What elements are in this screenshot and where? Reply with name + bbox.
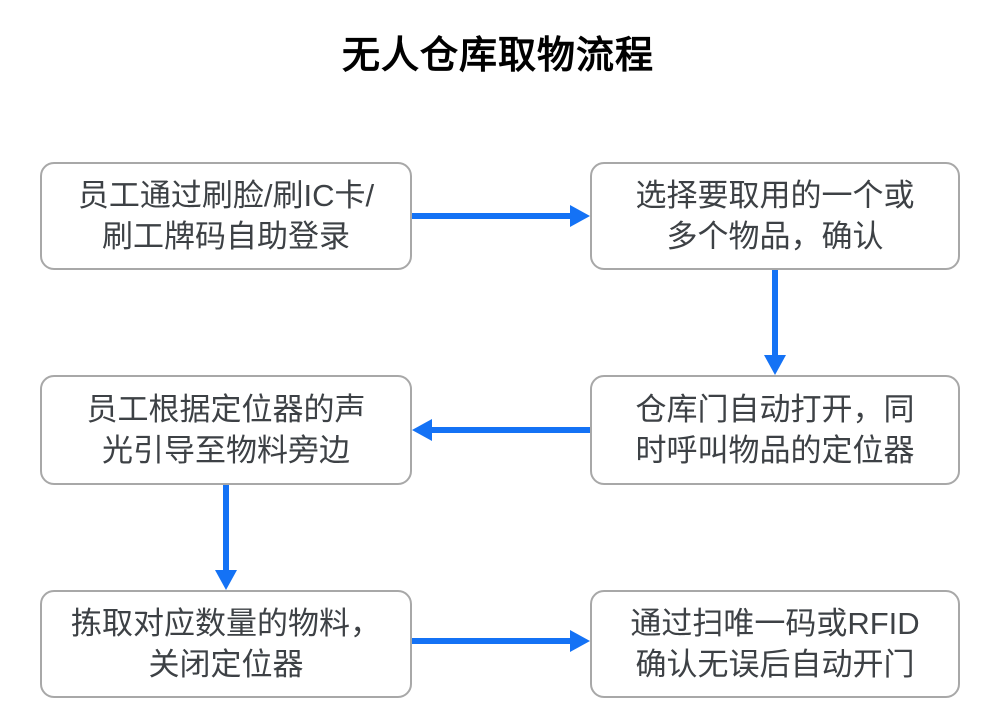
step-select-items: 选择要取用的一个或 多个物品，确认 — [590, 162, 960, 270]
step-door-open-line-2: 时呼叫物品的定位器 — [635, 433, 915, 468]
arrow-shaft — [772, 270, 778, 357]
arrow-shaft — [412, 638, 572, 644]
arrow-guided-to-pick-icon — [213, 485, 239, 590]
step-login: 员工通过刷脸/刷IC卡/ 刷工牌码自助登录 — [40, 162, 412, 270]
arrow-pick-to-scan-confirm-icon — [412, 628, 590, 654]
arrow-head-down-icon — [764, 355, 786, 375]
step-scan-confirm-open-door: 通过扫唯一码或RFID 确认无误后自动开门 — [590, 590, 960, 698]
step-scan-line-2: 确认无误后自动开门 — [635, 647, 915, 682]
step-select-items-line-1: 选择要取用的一个或 — [635, 178, 915, 213]
arrow-shaft — [223, 485, 229, 572]
arrow-head-right-icon — [570, 630, 590, 652]
arrow-door-open-to-guided-icon — [412, 417, 590, 443]
step-scan-line-1: 通过扫唯一码或RFID — [630, 606, 920, 641]
step-guided-to-material: 员工根据定位器的声 光引导至物料旁边 — [40, 375, 412, 485]
arrow-head-right-icon — [570, 205, 590, 227]
step-guided-line-2: 光引导至物料旁边 — [102, 433, 350, 468]
step-pick-line-2: 关闭定位器 — [148, 647, 304, 682]
step-login-line-1: 员工通过刷脸/刷IC卡/ — [77, 178, 375, 213]
step-pick-line-1: 拣取对应数量的物料， — [71, 606, 381, 641]
step-door-open-line-1: 仓库门自动打开，同 — [635, 392, 915, 427]
arrow-shaft — [430, 427, 590, 433]
arrow-head-left-icon — [412, 419, 432, 441]
step-door-open-call-locator: 仓库门自动打开，同 时呼叫物品的定位器 — [590, 375, 960, 485]
step-guided-line-1: 员工根据定位器的声 — [86, 392, 366, 427]
step-pick-and-close-locator: 拣取对应数量的物料， 关闭定位器 — [40, 590, 412, 698]
arrow-login-to-select-items-icon — [412, 203, 590, 229]
step-login-line-2: 刷工牌码自助登录 — [102, 219, 350, 254]
arrow-head-down-icon — [215, 570, 237, 590]
page-title: 无人仓库取物流程 — [341, 35, 654, 77]
arrow-select-items-to-door-open-icon — [762, 270, 788, 375]
step-select-items-line-2: 多个物品，确认 — [666, 219, 884, 254]
arrow-shaft — [412, 213, 572, 219]
